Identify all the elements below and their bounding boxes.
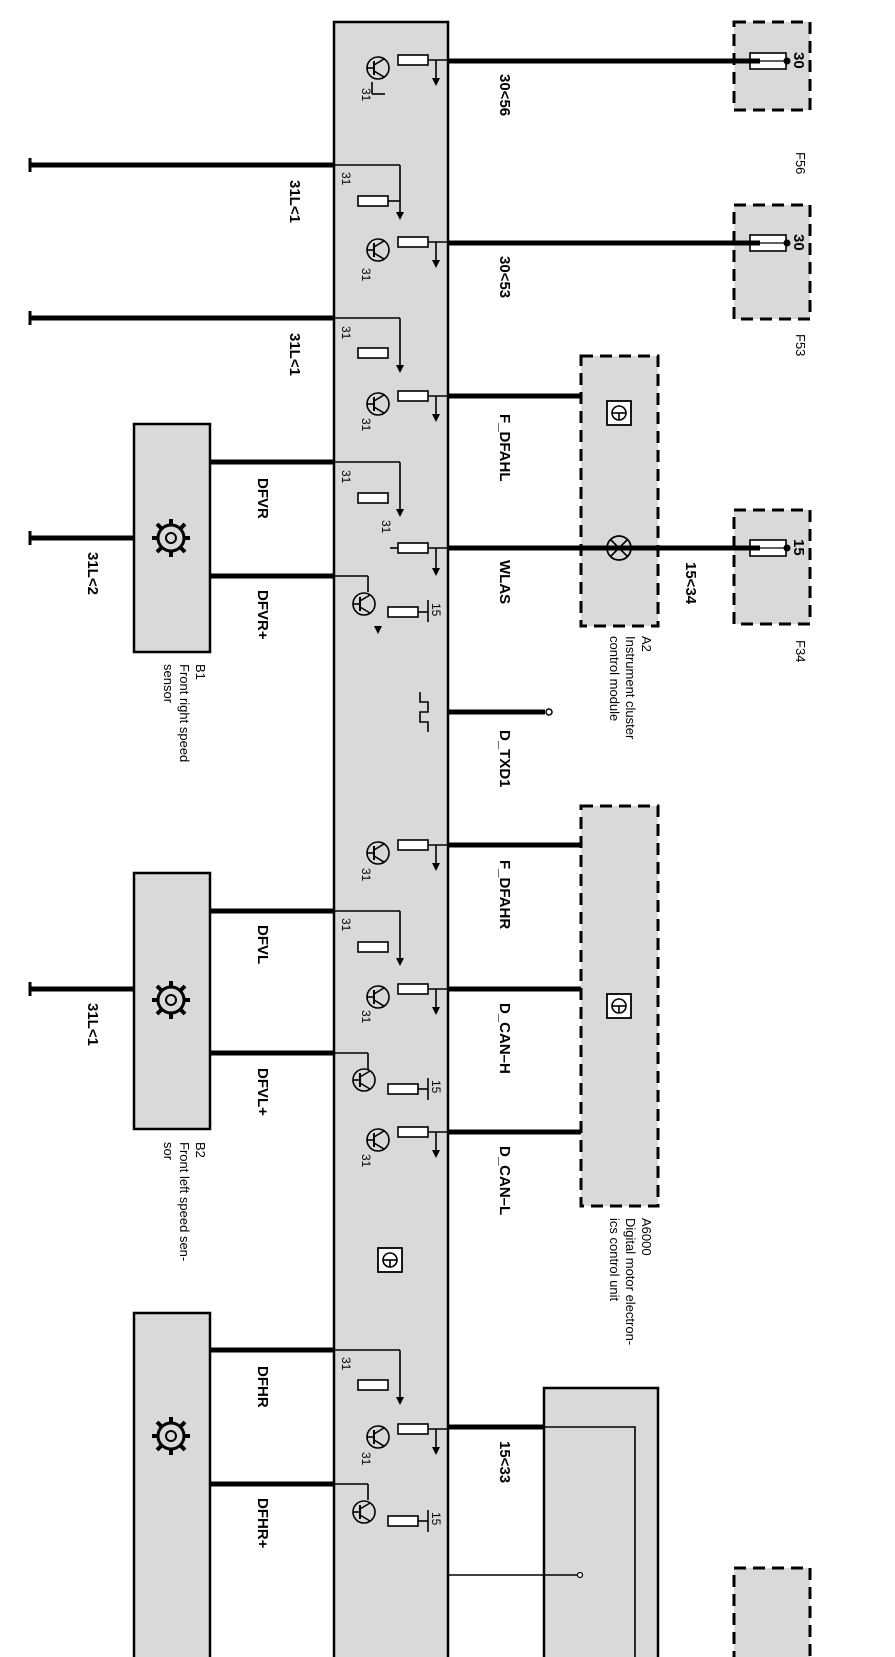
wire-label-d-can-h: D_CAN–H bbox=[496, 1003, 513, 1074]
driver-stage-9 bbox=[366, 839, 448, 871]
wire-label-30-53: 30<53 bbox=[496, 256, 513, 298]
b1-desc-line1: Front right speed bbox=[177, 664, 192, 762]
front-left-speed-sensor: B2 Front left speed sen- sor bbox=[132, 871, 212, 1261]
a2-id: A2 bbox=[639, 636, 654, 652]
wire-label-f-dfahr: F_DFAHR bbox=[496, 860, 513, 929]
rear-right-speed-sensor bbox=[132, 1311, 212, 1657]
dme-control-unit: A6000 Digital motor electron- ics contro… bbox=[579, 804, 660, 1345]
fuse-f56-id: F56 bbox=[793, 152, 808, 174]
pin-31: 31 bbox=[359, 868, 373, 882]
fuse-f53: 30 F53 bbox=[732, 203, 812, 356]
pin-30: 30 bbox=[790, 52, 807, 69]
pin-31: 31 bbox=[339, 918, 353, 932]
driver-stage-12 bbox=[334, 1052, 429, 1100]
wire-label-dfvr: DFVR bbox=[254, 478, 271, 519]
fuse-f53-id: F53 bbox=[793, 334, 808, 356]
signal-pulse-icon bbox=[419, 692, 429, 732]
driver-stage-16 bbox=[334, 1483, 429, 1532]
wire-label-31l-1: 31L<1 bbox=[84, 1003, 101, 1046]
driver-stage-6 bbox=[334, 461, 404, 517]
fuse-f56: 30 F56 bbox=[732, 20, 812, 174]
driver-stage-4 bbox=[334, 317, 404, 373]
wire-label-15-34: 15<34 bbox=[682, 562, 699, 605]
a6000-id: A6000 bbox=[639, 1218, 654, 1256]
a2-desc-line1: Instrument cluster bbox=[623, 636, 638, 740]
instrument-cluster-module: A2 Instrument cluster control module bbox=[579, 354, 660, 740]
driver-stage-2 bbox=[334, 164, 404, 220]
pin-31: 31 bbox=[359, 1452, 373, 1466]
pin-31: 31 bbox=[379, 520, 393, 534]
pin-31: 31 bbox=[359, 1154, 373, 1168]
pin-31: 31 bbox=[359, 418, 373, 432]
wire-label-dfvl: DFVL bbox=[254, 925, 271, 964]
driver-stage-3 bbox=[366, 236, 448, 268]
pin-31: 31 bbox=[339, 326, 353, 340]
pin-15: 15 bbox=[790, 539, 807, 556]
b1-desc-line2: sensor bbox=[161, 664, 176, 704]
wire-label-31l-1: 31L<1 bbox=[286, 180, 303, 223]
pin-15: 15 bbox=[429, 1512, 443, 1526]
fuse-f34: 15 F34 bbox=[732, 508, 812, 662]
pin-31: 31 bbox=[339, 172, 353, 186]
pin-31: 31 bbox=[359, 88, 373, 102]
b1-id: B1 bbox=[193, 664, 208, 680]
wire-label-d-txd1: D_TXD1 bbox=[496, 730, 513, 788]
a2-desc-line2: control module bbox=[607, 636, 622, 721]
pin-31: 31 bbox=[339, 470, 353, 484]
b2-desc-line1: Front left speed sen- bbox=[177, 1142, 192, 1261]
b2-desc-line2: sor bbox=[161, 1142, 176, 1161]
driver-stage-1 bbox=[366, 54, 448, 95]
wire-label-31l-2: 31L<2 bbox=[84, 552, 101, 595]
wire-label-wlas: WLAS bbox=[496, 560, 513, 604]
a6000-desc-line1: Digital motor electron- bbox=[623, 1218, 638, 1345]
wire-label-dfvl-plus: DFVL+ bbox=[254, 1068, 271, 1116]
driver-stage-7 bbox=[390, 542, 448, 576]
wire-label-dfvr-plus: DFVR+ bbox=[254, 590, 271, 640]
pin-31: 31 bbox=[359, 1010, 373, 1024]
lower-control-unit bbox=[542, 1386, 660, 1657]
control-unit-icon bbox=[606, 400, 632, 426]
pin-31: 31 bbox=[339, 1357, 353, 1371]
driver-stage-10 bbox=[334, 910, 404, 966]
control-unit-icon bbox=[606, 993, 632, 1019]
wire-label-30-56: 30<56 bbox=[496, 74, 513, 116]
wire-label-15-33: 15<33 bbox=[496, 1441, 513, 1483]
wire-label-f-dfahl: F_DFAHL bbox=[496, 414, 513, 482]
front-right-speed-sensor: B1 Front right speed sensor bbox=[132, 422, 212, 762]
driver-stage-8 bbox=[334, 575, 429, 634]
fuse-f34-id: F34 bbox=[793, 640, 808, 662]
pin-15: 15 bbox=[429, 1080, 443, 1094]
a6000-desc-line2: ics control unit bbox=[607, 1218, 622, 1301]
wire-label-dfhr-plus: DFHR+ bbox=[254, 1498, 271, 1549]
main-control-unit bbox=[332, 20, 450, 1657]
wire-label-d-can-l: D_CAN–L bbox=[496, 1146, 513, 1215]
driver-stage-11 bbox=[366, 983, 448, 1015]
fuse-partial bbox=[732, 1566, 812, 1657]
driver-stage-14 bbox=[334, 1349, 404, 1405]
b2-id: B2 bbox=[193, 1142, 208, 1158]
driver-stage-5 bbox=[366, 390, 448, 422]
wire-label-31l-1: 31L<1 bbox=[286, 333, 303, 376]
driver-stage-15 bbox=[366, 1423, 448, 1455]
control-unit-icon bbox=[377, 1247, 403, 1273]
driver-stage-13 bbox=[366, 1126, 448, 1158]
pin-31: 31 bbox=[359, 268, 373, 282]
pin-30: 30 bbox=[790, 234, 807, 251]
pin-15: 15 bbox=[429, 603, 443, 617]
wires bbox=[30, 58, 760, 1487]
wire-label-dfhr: DFHR bbox=[254, 1366, 271, 1408]
